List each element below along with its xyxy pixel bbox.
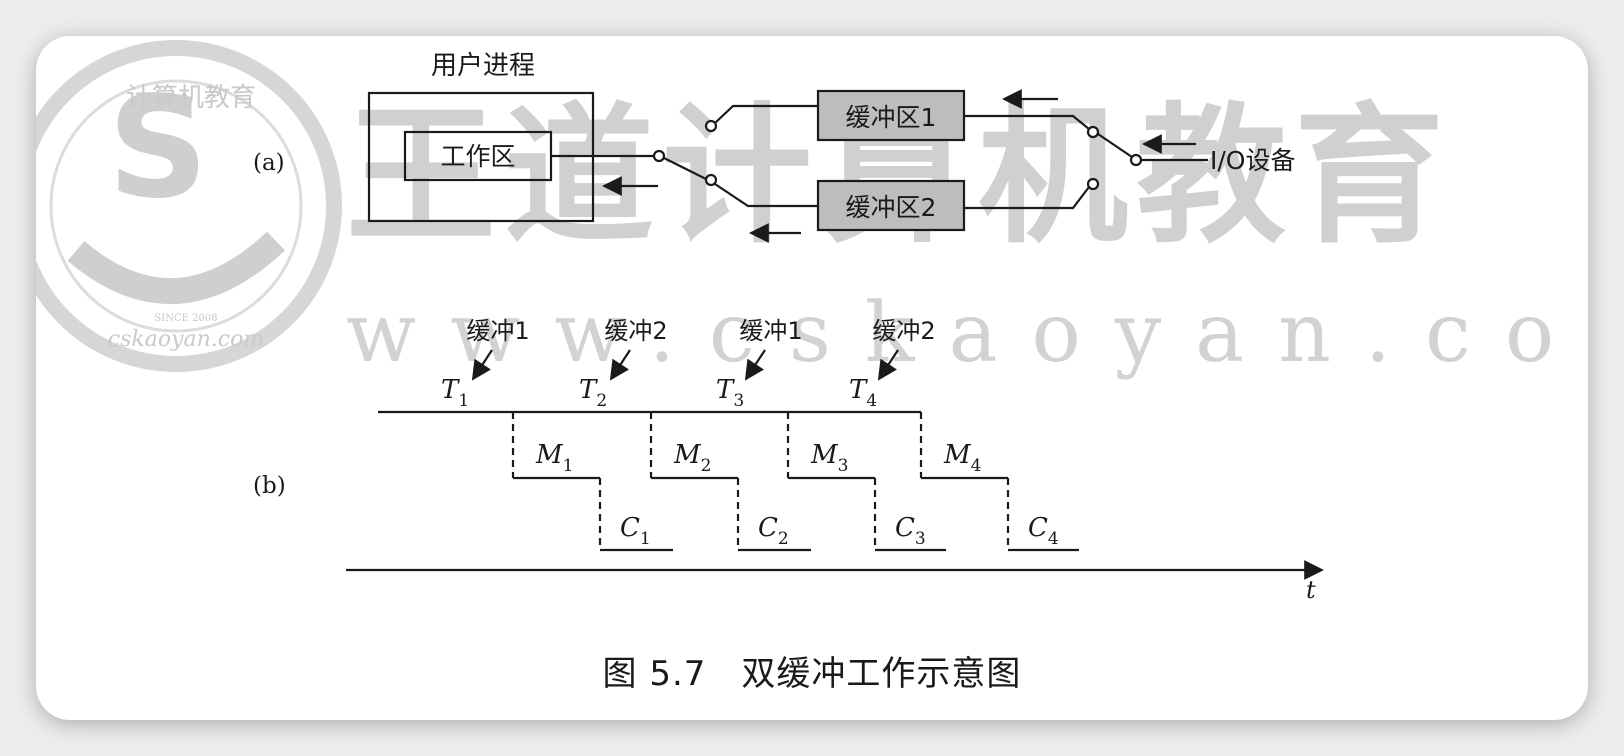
label-a: (a) bbox=[253, 150, 285, 176]
m-label-3: M3 bbox=[810, 440, 848, 476]
c-label-2: C2 bbox=[758, 513, 789, 549]
buffer1-label: 缓冲区1 bbox=[846, 103, 937, 132]
buffer-tags: 缓冲1 缓冲2 缓冲1 缓冲2 bbox=[466, 317, 935, 345]
left-switch-blade bbox=[663, 157, 707, 180]
seal-since: SINCE 2008 bbox=[154, 313, 217, 324]
figure-svg: S 计算机教育 SINCE 2008 cskaoyan.com 王道计算机教育 … bbox=[36, 40, 1588, 604]
left-switch-contact-2 bbox=[704, 173, 718, 187]
buffer-tag-arrow-1 bbox=[471, 349, 493, 381]
c-label-1: C1 bbox=[620, 513, 651, 549]
figure-card: S 计算机教育 SINCE 2008 cskaoyan.com 王道计算机教育 … bbox=[36, 36, 1588, 720]
seal-url: cskaoyan.com bbox=[108, 327, 264, 352]
diagram-a: (a) 用户进程 工作区 缓冲区1 缓冲区2 bbox=[253, 51, 1295, 243]
t-label-2: T2 bbox=[579, 375, 607, 411]
t-label-4: T4 bbox=[849, 375, 877, 411]
work-area-label: 工作区 bbox=[440, 142, 515, 171]
buffer-tag-4: 缓冲2 bbox=[872, 317, 935, 345]
left-switch-pivot bbox=[652, 149, 666, 163]
buffer-tag-arrow-2 bbox=[609, 349, 631, 381]
c-label-4: C4 bbox=[1028, 513, 1059, 549]
t-label-1: T1 bbox=[441, 375, 469, 411]
right-switch-contact-1 bbox=[1086, 125, 1100, 139]
buffer-tag-2: 缓冲2 bbox=[604, 317, 667, 345]
buffer2-box bbox=[816, 179, 966, 232]
t-labels: T1 T2 T3 T4 bbox=[441, 375, 877, 411]
c-labels: C1 C2 C3 C4 bbox=[620, 513, 1059, 549]
buffer-tag-arrow-3 bbox=[744, 349, 766, 381]
t-label-3: T3 bbox=[716, 375, 744, 411]
buffer-tag-1: 缓冲1 bbox=[466, 317, 529, 345]
m-label-1: M1 bbox=[535, 440, 573, 476]
figure-caption: 图 5.7 双缓冲工作示意图 bbox=[602, 654, 1022, 694]
user-process-label: 用户进程 bbox=[431, 51, 535, 81]
right-switch-contact-2 bbox=[1086, 177, 1100, 191]
buffer-tag-arrow-4 bbox=[877, 349, 899, 381]
io-device-label: I/O设备 bbox=[1210, 146, 1295, 175]
right-switch-blade bbox=[1097, 133, 1133, 158]
watermark-seal: S 计算机教育 SINCE 2008 cskaoyan.com bbox=[36, 40, 342, 372]
buffer-tag-3: 缓冲1 bbox=[739, 317, 802, 345]
buffer1-box bbox=[816, 89, 966, 142]
m-steps bbox=[511, 412, 1079, 552]
m-label-4: M4 bbox=[943, 440, 981, 476]
m-label-2: M2 bbox=[673, 440, 711, 476]
left-switch-contact-1 bbox=[704, 119, 718, 133]
watermark: S 计算机教育 SINCE 2008 cskaoyan.com 王道计算机教育 … bbox=[36, 40, 1588, 381]
time-label: t bbox=[1306, 576, 1316, 604]
watermark-url: www.cskaoyan.com bbox=[346, 286, 1588, 381]
buffer2-label: 缓冲区2 bbox=[846, 193, 937, 222]
seal-text: 计算机教育 bbox=[126, 83, 256, 113]
seal-s-glyph: S bbox=[108, 67, 209, 230]
diagram-b: (b) t bbox=[253, 349, 1324, 604]
m-labels: M1 M2 M3 M4 bbox=[535, 440, 981, 476]
label-b: (b) bbox=[253, 473, 286, 499]
right-switch-pivot bbox=[1129, 153, 1143, 167]
c-label-3: C3 bbox=[895, 513, 926, 549]
